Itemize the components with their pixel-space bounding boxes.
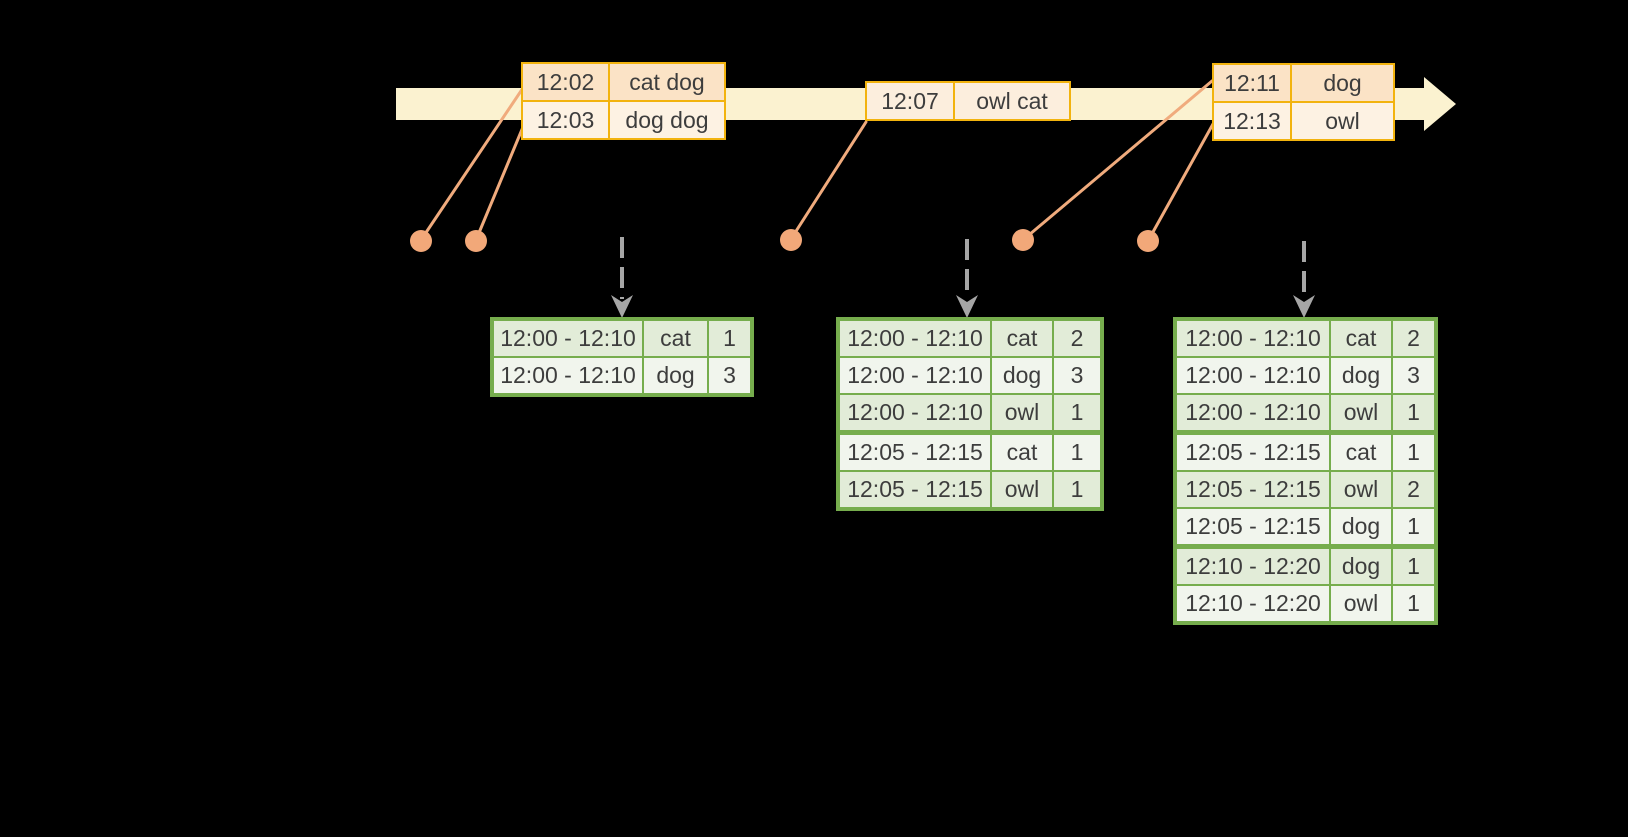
window-cell: 12:00 - 12:10 — [840, 395, 990, 430]
word-cell: cat — [644, 321, 707, 356]
result-table-3: 12:00 - 12:10 cat 2 12:00 - 12:10 dog 3 … — [1173, 317, 1438, 625]
result-row: 12:05 - 12:15 dog 1 — [1177, 509, 1434, 544]
count-cell: 1 — [1393, 435, 1434, 470]
result-row: 12:05 - 12:15 owl 1 — [840, 472, 1100, 507]
window-cell: 12:05 - 12:15 — [840, 435, 990, 470]
event-words-cell: cat dog — [610, 64, 724, 100]
event-connectors — [419, 79, 1215, 243]
word-cell: dog — [992, 358, 1052, 393]
count-cell: 3 — [1054, 358, 1100, 393]
event-row: 12:03 dog dog — [523, 102, 724, 138]
window-cell: 12:10 - 12:20 — [1177, 586, 1329, 621]
result-row: 12:10 - 12:20 dog 1 — [1177, 549, 1434, 584]
event-time-cell: 12:07 — [867, 83, 953, 119]
window-cell: 12:05 - 12:15 — [1177, 509, 1329, 544]
window-cell: 12:05 - 12:15 — [840, 472, 990, 507]
result-row: 12:05 - 12:15 owl 2 — [1177, 472, 1434, 507]
trigger-arrowhead-icon — [1293, 295, 1315, 318]
result-row: 12:05 - 12:15 cat 1 — [1177, 435, 1434, 470]
window-cell: 12:10 - 12:20 — [1177, 549, 1329, 584]
word-cell: cat — [1331, 321, 1391, 356]
result-row: 12:10 - 12:20 owl 1 — [1177, 586, 1434, 621]
word-cell: owl — [1331, 586, 1391, 621]
event-row: 12:11 dog — [1214, 65, 1393, 101]
result-row: 12:00 - 12:10 dog 3 — [840, 358, 1100, 393]
result-row: 12:00 - 12:10 owl 1 — [1177, 395, 1434, 430]
word-cell: cat — [1331, 435, 1391, 470]
word-cell: cat — [992, 321, 1052, 356]
result-table-2: 12:00 - 12:10 cat 2 12:00 - 12:10 dog 3 … — [836, 317, 1104, 511]
count-cell: 3 — [1393, 358, 1434, 393]
window-cell: 12:00 - 12:10 — [840, 358, 990, 393]
event-time-cell: 12:02 — [523, 64, 608, 100]
event-row: 12:02 cat dog — [523, 64, 724, 100]
event-words-cell: owl cat — [955, 83, 1069, 119]
event-time-cell: 12:13 — [1214, 103, 1290, 139]
word-cell: dog — [644, 358, 707, 393]
count-cell: 1 — [1393, 549, 1434, 584]
word-cell: owl — [1331, 395, 1391, 430]
window-cell: 12:00 - 12:10 — [494, 358, 642, 393]
event-dots — [410, 229, 1159, 252]
trigger-arrowhead-icon — [956, 295, 978, 318]
connector-line — [789, 120, 868, 241]
result-row: 12:00 - 12:10 cat 2 — [840, 321, 1100, 356]
result-row: 12:00 - 12:10 cat 2 — [1177, 321, 1434, 356]
word-cell: dog — [1331, 358, 1391, 393]
count-cell: 1 — [1393, 509, 1434, 544]
event-time-cell: 12:03 — [523, 102, 608, 138]
window-cell: 12:00 - 12:10 — [840, 321, 990, 356]
event-dot — [1012, 229, 1034, 251]
connector-line — [474, 125, 525, 242]
event-words-cell: dog — [1292, 65, 1393, 101]
event-table-1: 12:02 cat dog 12:03 dog dog — [521, 62, 726, 140]
count-cell: 1 — [709, 321, 750, 356]
window-cell: 12:05 - 12:15 — [1177, 435, 1329, 470]
window-cell: 12:00 - 12:10 — [1177, 395, 1329, 430]
word-cell: dog — [1331, 509, 1391, 544]
result-table-1: 12:00 - 12:10 cat 1 12:00 - 12:10 dog 3 — [490, 317, 754, 397]
event-row: 12:07 owl cat — [867, 83, 1069, 119]
result-row: 12:00 - 12:10 dog 3 — [1177, 358, 1434, 393]
connector-line — [419, 86, 525, 242]
result-row: 12:00 - 12:10 owl 1 — [840, 395, 1100, 430]
trigger-arrows — [611, 237, 1315, 318]
event-dot — [780, 229, 802, 251]
window-cell: 12:00 - 12:10 — [494, 321, 642, 356]
connector-line — [1021, 79, 1214, 242]
result-row: 12:00 - 12:10 cat 1 — [494, 321, 750, 356]
count-cell: 2 — [1393, 321, 1434, 356]
event-dot — [465, 230, 487, 252]
connector-line — [1146, 122, 1215, 243]
word-cell: dog — [1331, 549, 1391, 584]
event-dot — [1137, 230, 1159, 252]
count-cell: 2 — [1054, 321, 1100, 356]
word-cell: cat — [992, 435, 1052, 470]
count-cell: 2 — [1393, 472, 1434, 507]
timeline-arrowhead-icon — [1424, 77, 1456, 131]
event-table-2: 12:07 owl cat — [865, 81, 1071, 121]
event-words-cell: dog dog — [610, 102, 724, 138]
word-cell: owl — [992, 472, 1052, 507]
event-words-cell: owl — [1292, 103, 1393, 139]
event-dot — [410, 230, 432, 252]
window-cell: 12:00 - 12:10 — [1177, 321, 1329, 356]
event-time-cell: 12:11 — [1214, 65, 1290, 101]
count-cell: 1 — [1393, 586, 1434, 621]
result-row: 12:05 - 12:15 cat 1 — [840, 435, 1100, 470]
word-cell: owl — [1331, 472, 1391, 507]
event-table-3: 12:11 dog 12:13 owl — [1212, 63, 1395, 141]
count-cell: 1 — [1393, 395, 1434, 430]
count-cell: 1 — [1054, 395, 1100, 430]
event-row: 12:13 owl — [1214, 103, 1393, 139]
window-cell: 12:05 - 12:15 — [1177, 472, 1329, 507]
window-cell: 12:00 - 12:10 — [1177, 358, 1329, 393]
count-cell: 1 — [1054, 472, 1100, 507]
result-row: 12:00 - 12:10 dog 3 — [494, 358, 750, 393]
trigger-arrowhead-icon — [611, 295, 633, 318]
count-cell: 3 — [709, 358, 750, 393]
count-cell: 1 — [1054, 435, 1100, 470]
word-cell: owl — [992, 395, 1052, 430]
